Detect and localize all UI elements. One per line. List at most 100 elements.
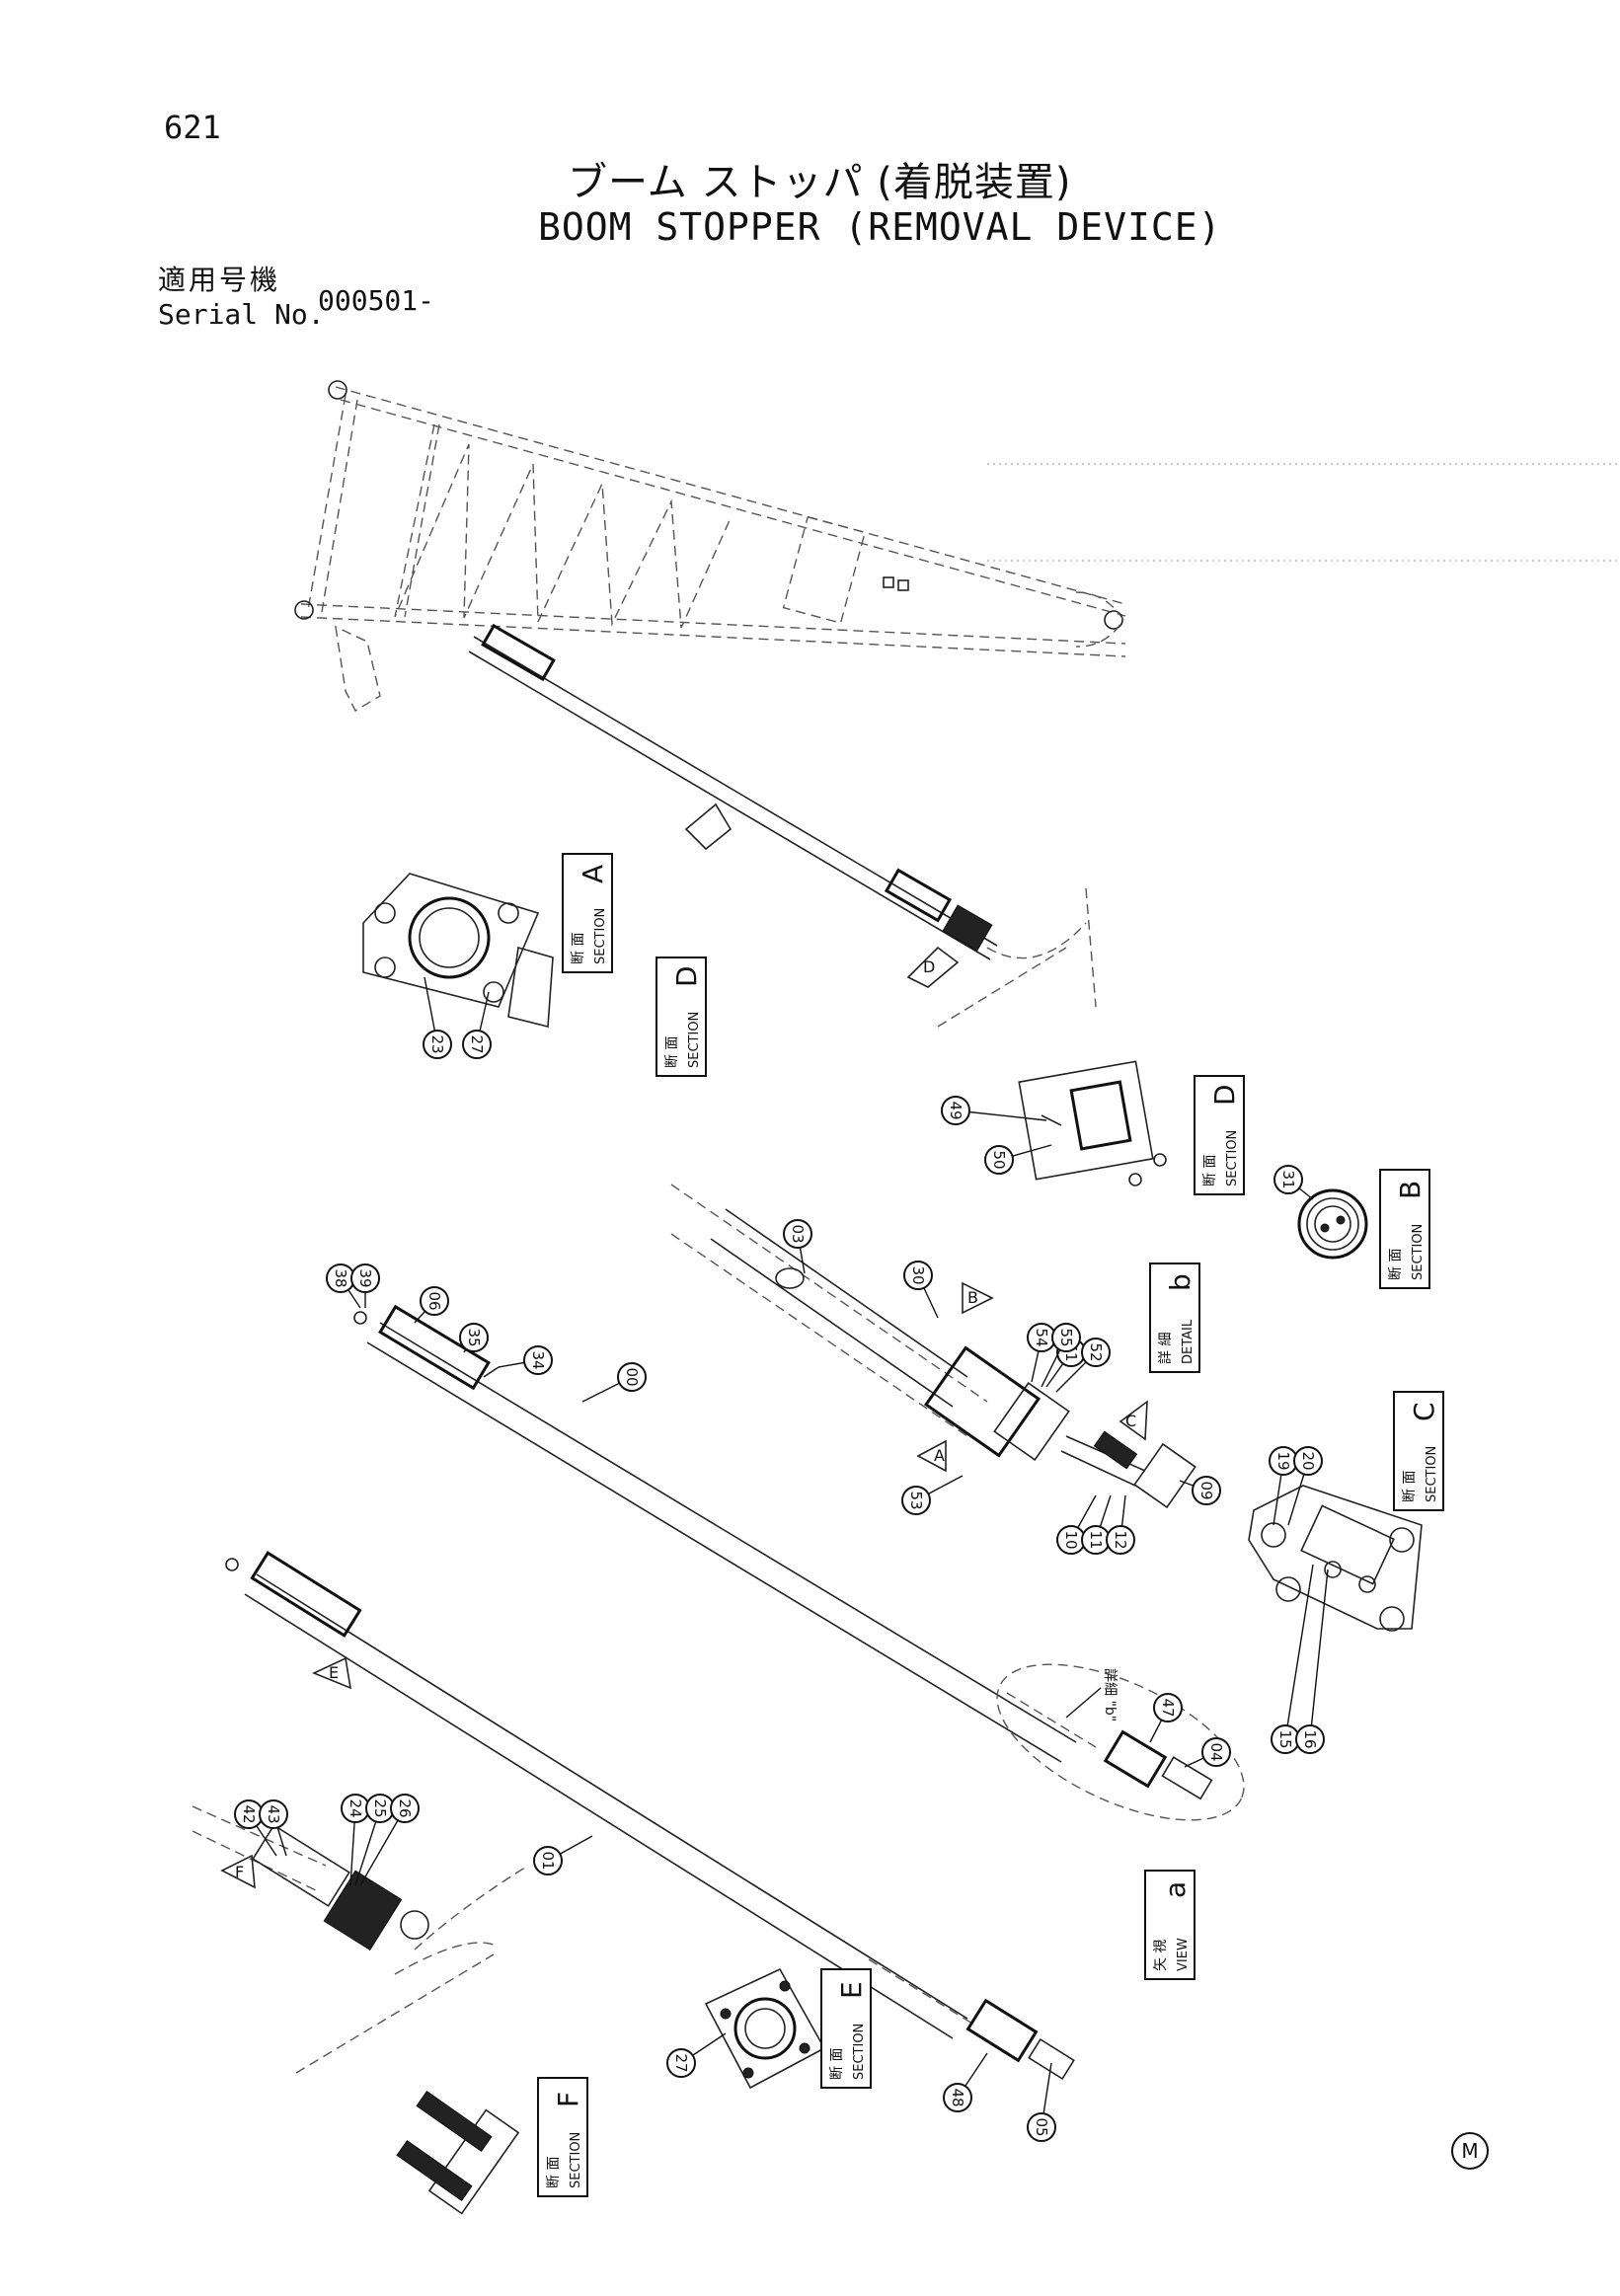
- callout-bubble: [259, 1799, 288, 1829]
- section-d-bracket: [1018, 1060, 1167, 1186]
- svg-text:F: F: [552, 2092, 584, 2107]
- svg-text:SECTION: SECTION: [852, 2024, 867, 2080]
- callout-bubble: [901, 1486, 931, 1515]
- callout-55: 55: [1041, 1323, 1081, 1388]
- section-label-f: 断 面 SECTION F: [537, 2077, 588, 2197]
- callout-25: 25: [354, 1794, 395, 1886]
- serial-label-english: Serial No.: [158, 298, 325, 331]
- serial-number-value: 000501-: [318, 284, 435, 317]
- callout-number: 49: [947, 1101, 964, 1119]
- section-b-ring: [1297, 1188, 1368, 1260]
- callout-15: 15: [1271, 1564, 1314, 1754]
- footer-mark: M: [1451, 2132, 1489, 2170]
- svg-text:断 面: 断 面: [571, 933, 586, 964]
- callout-00: 00: [581, 1362, 647, 1403]
- svg-text:SECTION: SECTION: [1425, 1446, 1439, 1502]
- callout-leader: [1284, 1564, 1314, 1740]
- callout-39: 39: [350, 1263, 380, 1308]
- section-a-plate: [362, 873, 554, 1029]
- callout-number: 11: [1087, 1530, 1105, 1549]
- callout-number: 31: [1279, 1170, 1297, 1188]
- callout-50: 50: [984, 1144, 1052, 1175]
- callout-bubble: [423, 1030, 452, 1059]
- callout-number: 50: [990, 1150, 1008, 1169]
- boom-stopper-assembly-top: [468, 623, 1097, 1028]
- callout-number: 03: [789, 1224, 807, 1243]
- callout-bubble: [1106, 1525, 1135, 1555]
- callout-leader: [1309, 1569, 1329, 1740]
- callout-number: 15: [1276, 1729, 1294, 1748]
- section-label-b: 断 面 SECTION B: [1379, 1169, 1430, 1289]
- callout-47: 47: [1149, 1693, 1183, 1743]
- callout-27b: 27: [666, 2032, 727, 2078]
- callout-bubble: [390, 1794, 420, 1823]
- rod-01: [225, 1551, 1075, 2081]
- callout-number: 27: [672, 2053, 690, 2072]
- detail-b-assembly: [670, 1184, 1196, 1509]
- callout-09: 09: [1179, 1476, 1221, 1505]
- callout-leader: [359, 1807, 406, 1886]
- callout-03: 03: [783, 1219, 812, 1274]
- callout-number: 12: [1112, 1530, 1129, 1549]
- callout-number: 43: [265, 1804, 282, 1823]
- svg-text:断 面: 断 面: [1388, 1249, 1404, 1280]
- callout-38: 38: [326, 1263, 361, 1309]
- callout-number: 55: [1057, 1328, 1075, 1346]
- callout-number: 48: [949, 2088, 966, 2106]
- callout-number: 19: [1274, 1451, 1292, 1470]
- svg-text:A: A: [577, 865, 609, 883]
- view-label-a: 矢 視 VIEW a: [1144, 1870, 1196, 1980]
- callout-number: 24: [347, 1799, 364, 1817]
- detail-b-note: 詳細 "b": [1102, 1668, 1118, 1722]
- svg-text:矢 視: 矢 視: [1153, 1940, 1169, 1971]
- svg-text:断 面: 断 面: [546, 2157, 562, 2188]
- callout-06: 06: [414, 1286, 449, 1324]
- callout-30: 30: [903, 1261, 939, 1319]
- svg-text:C: C: [1408, 1402, 1440, 1421]
- callout-number: 30: [909, 1265, 927, 1284]
- callout-19: 19: [1269, 1446, 1298, 1526]
- page-number: 621: [164, 109, 221, 146]
- title-japanese: ブーム ストッパ (着脱装置): [568, 160, 1072, 205]
- callout-35: 35: [459, 1323, 489, 1353]
- boom-lattice: [294, 380, 1620, 712]
- svg-text:断 面: 断 面: [1402, 1471, 1418, 1502]
- svg-text:VIEW: VIEW: [1176, 1938, 1191, 1971]
- callout-number: 35: [465, 1328, 483, 1346]
- svg-text:SECTION: SECTION: [1411, 1224, 1426, 1280]
- callout-20: 20: [1287, 1446, 1323, 1526]
- svg-text:SECTION: SECTION: [687, 1012, 702, 1068]
- detail-label-b: 詳 細 DETAIL b: [1149, 1263, 1200, 1373]
- callout-number: 39: [356, 1268, 374, 1287]
- callout-bubble: [1051, 1323, 1081, 1352]
- callout-49: 49: [941, 1096, 1047, 1125]
- callout-bubble: [533, 1846, 563, 1875]
- callout-leader: [955, 1110, 1047, 1121]
- callout-23: 23: [423, 976, 452, 1059]
- view-arrow-a: A: [916, 1439, 947, 1473]
- section-e-plate: [704, 1967, 826, 2090]
- svg-text:E: E: [835, 1981, 868, 1999]
- callout-53: 53: [901, 1475, 964, 1515]
- svg-text:a: a: [1159, 1881, 1192, 1898]
- callout-bubble: [459, 1323, 489, 1352]
- callout-54: 54: [1027, 1323, 1056, 1383]
- view-arrows: A B C D E F: [220, 803, 1148, 1889]
- svg-text:b: b: [1164, 1273, 1196, 1291]
- svg-text:SECTION: SECTION: [1225, 1130, 1240, 1186]
- callout-01: 01: [533, 1835, 593, 1875]
- view-arrow-c: C: [1119, 1400, 1148, 1441]
- view-arrow-d: D: [906, 946, 960, 988]
- section-c-plate: [1248, 1485, 1423, 1632]
- callout-number: 16: [1301, 1729, 1319, 1748]
- callout-number: 53: [907, 1491, 925, 1509]
- callout-bubble: [941, 1096, 970, 1125]
- callout-43: 43: [259, 1799, 288, 1857]
- view-arrow-e: E: [312, 1656, 352, 1690]
- callout-number: 09: [1197, 1481, 1215, 1499]
- callout-04: 04: [1184, 1737, 1231, 1768]
- callout-number: 26: [396, 1799, 414, 1817]
- callout-number: 23: [428, 1034, 446, 1053]
- svg-text:DETAIL: DETAIL: [1181, 1319, 1196, 1364]
- callout-05: 05: [1027, 2062, 1056, 2142]
